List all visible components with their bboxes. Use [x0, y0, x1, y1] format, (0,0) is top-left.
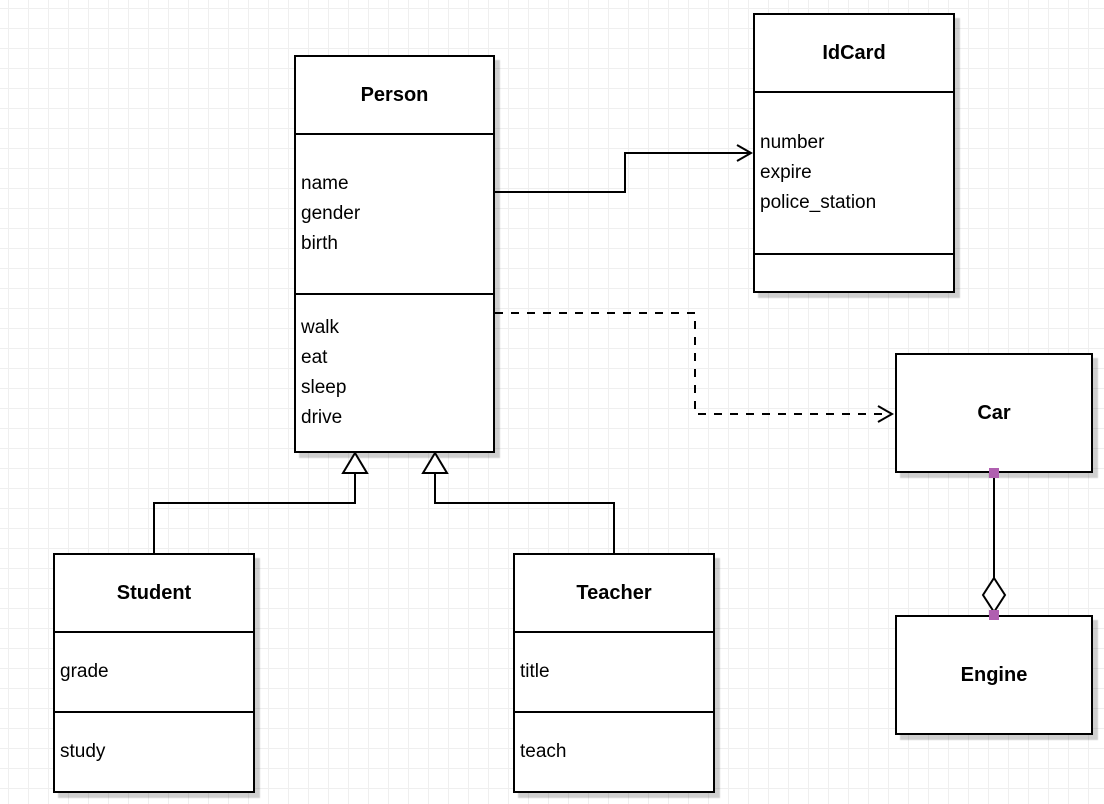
attribute-item: expire — [760, 162, 812, 183]
class-student[interactable]: Student grade study — [53, 553, 255, 793]
open-arrowhead — [736, 144, 754, 162]
attribute-item: title — [520, 661, 550, 682]
method-item: teach — [520, 741, 567, 762]
class-idcard[interactable]: IdCard number expire police_station — [753, 13, 955, 293]
generalization-teacher-person[interactable] — [421, 451, 615, 553]
method-item: sleep — [301, 377, 347, 398]
hollow-diamond-arrowhead — [981, 576, 1007, 614]
aggregation-car-engine[interactable] — [981, 468, 1007, 620]
class-person-title: Person — [296, 57, 493, 135]
hollow-triangle-arrowhead — [341, 451, 369, 474]
class-teacher-title: Teacher — [515, 555, 713, 633]
method-item: walk — [301, 317, 340, 338]
attribute-item: number — [760, 132, 825, 153]
dependency-person-car[interactable] — [495, 312, 895, 423]
hollow-triangle-arrowhead — [421, 451, 449, 474]
class-student-methods-section: study — [55, 713, 253, 791]
method-item: drive — [301, 407, 343, 428]
method-item: study — [60, 741, 106, 762]
attribute-item: grade — [60, 661, 109, 682]
class-idcard-attributes-section: number expire police_station — [755, 93, 953, 255]
class-engine[interactable]: Engine — [895, 615, 1093, 735]
class-teacher-attributes-section: title — [515, 633, 713, 713]
class-teacher-methods-section: teach — [515, 713, 713, 791]
class-person-methods-section: walk eat sleep drive — [296, 295, 493, 451]
class-person-attributes-section: name gender birth — [296, 135, 493, 295]
class-person[interactable]: Person name gender birth walk eat sleep … — [294, 55, 495, 453]
association-person-idcard[interactable] — [495, 144, 754, 193]
class-car[interactable]: Car — [895, 353, 1093, 473]
class-idcard-methods-section — [755, 255, 953, 291]
class-student-title: Student — [55, 555, 253, 633]
generalization-student-person[interactable] — [153, 451, 369, 553]
class-engine-title: Engine — [960, 663, 1028, 686]
class-teacher[interactable]: Teacher title teach — [513, 553, 715, 793]
class-car-title: Car — [977, 401, 1011, 424]
attribute-item: police_station — [760, 192, 877, 213]
attribute-item: name — [301, 173, 349, 194]
class-idcard-title: IdCard — [755, 15, 953, 93]
attribute-item: gender — [301, 203, 361, 224]
class-student-attributes-section: grade — [55, 633, 253, 713]
open-arrowhead — [877, 405, 895, 423]
attribute-item: birth — [301, 233, 338, 254]
method-item: eat — [301, 347, 328, 368]
